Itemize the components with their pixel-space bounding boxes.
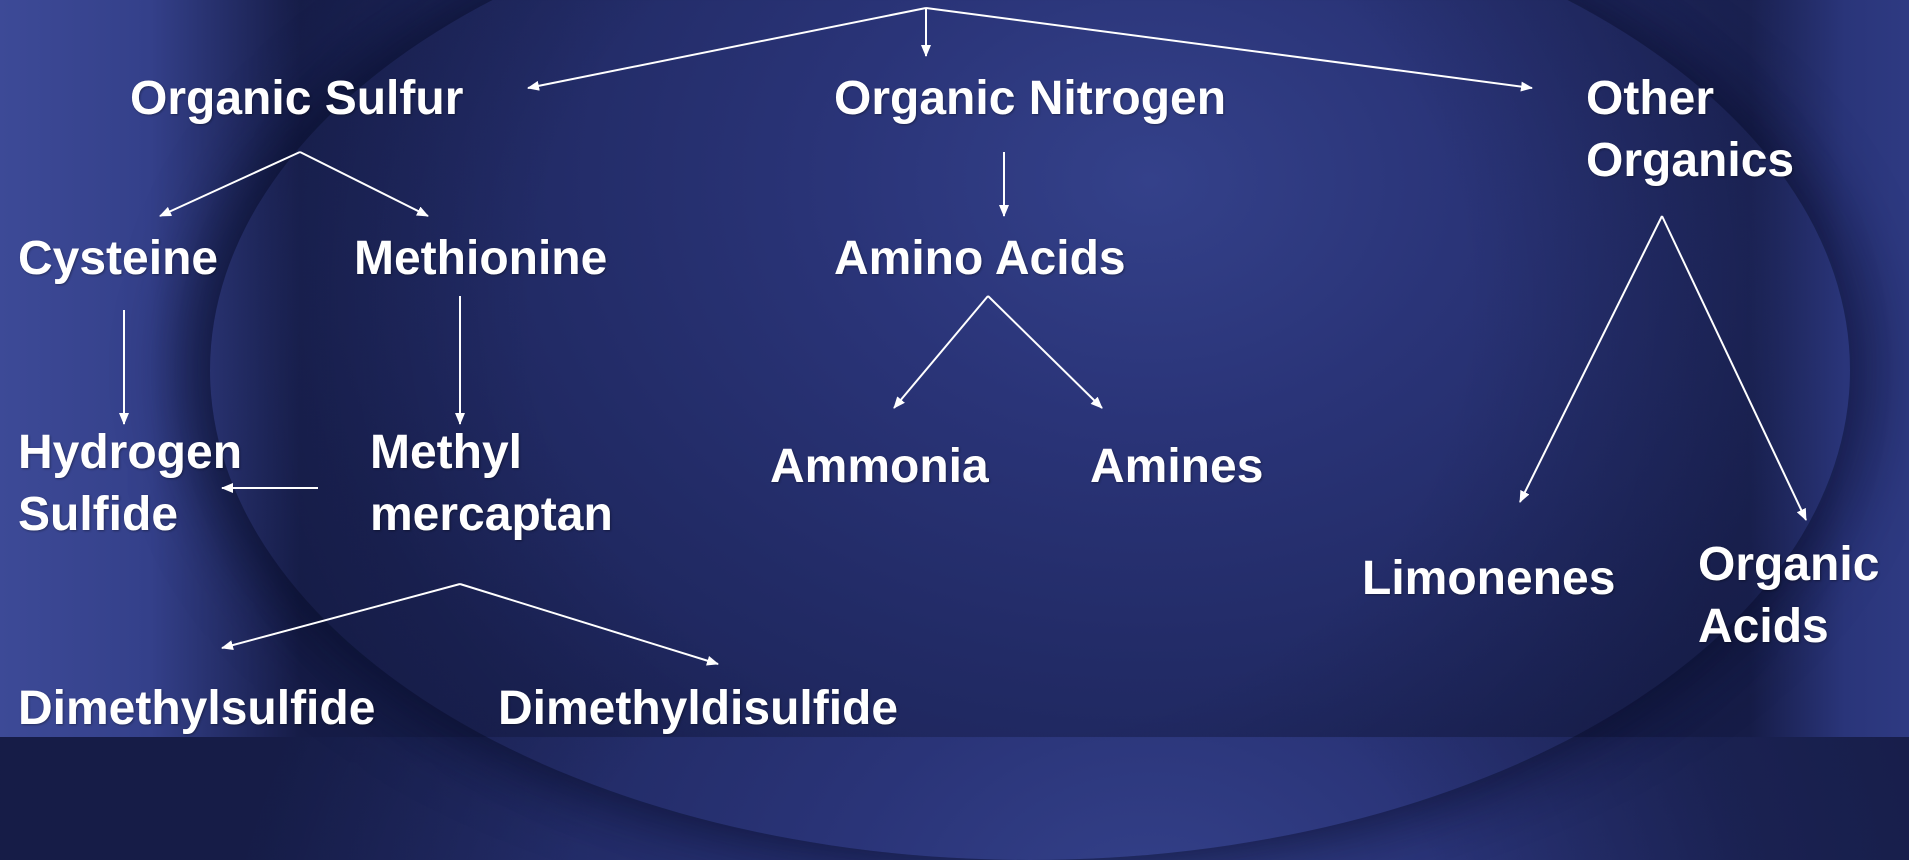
arrow-organic-sulfur-to-cysteine bbox=[159, 151, 301, 217]
node-dimethylsulfide: Dimethylsulfide bbox=[18, 682, 376, 735]
node-hydrogen-sulfide: Hydrogen Sulfide bbox=[18, 426, 243, 541]
slide: Organic Sulfur Organic Nitrogen Other Or… bbox=[0, 0, 1909, 737]
node-amino-acids: Amino Acids bbox=[834, 232, 1126, 285]
node-organic-acids: Organic Acids bbox=[1698, 538, 1880, 653]
node-methionine: Methionine bbox=[354, 232, 608, 285]
arrow-other-organics-to-organic-acids bbox=[1661, 215, 1807, 521]
arrow-root-to-other-organics bbox=[925, 7, 1533, 92]
node-limonenes: Limonenes bbox=[1362, 552, 1616, 605]
node-cysteine: Cysteine bbox=[18, 232, 219, 285]
arrow-methyl-mercaptan-to-dimethyldisulfide bbox=[459, 583, 719, 666]
node-dimethyldisulfide: Dimethyldisulfide bbox=[498, 682, 899, 735]
diagram-arrows bbox=[119, 7, 1807, 666]
node-methyl-mercaptan: Methyl mercaptan bbox=[370, 426, 613, 541]
arrow-amino-acids-to-ammonia bbox=[893, 295, 989, 409]
node-ammonia: Ammonia bbox=[770, 440, 989, 493]
node-other-organics: Other Organics bbox=[1586, 72, 1795, 187]
arrow-other-organics-to-limonenes bbox=[1519, 215, 1663, 503]
arrow-methyl-mercaptan-to-dimethylsulfide bbox=[221, 583, 461, 650]
arrow-root-to-organic-sulfur bbox=[527, 7, 927, 91]
arrow-organic-sulfur-to-methionine bbox=[299, 151, 429, 217]
node-organic-sulfur: Organic Sulfur bbox=[130, 72, 464, 125]
arrow-amino-acids-to-amines bbox=[987, 295, 1103, 409]
node-amines: Amines bbox=[1090, 440, 1264, 493]
node-organic-nitrogen: Organic Nitrogen bbox=[834, 72, 1227, 125]
